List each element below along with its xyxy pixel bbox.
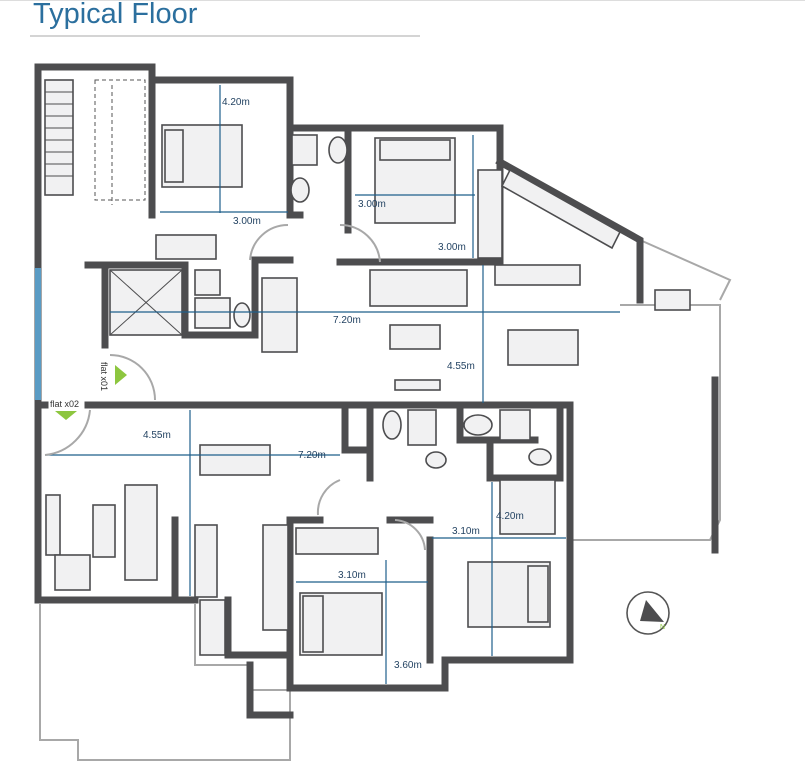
wardrobe-2 (477, 169, 503, 259)
dim-bed1-depth: 4.20m (222, 97, 250, 108)
dim-bed4-depth: 4.20m (496, 511, 524, 522)
doors (44, 223, 426, 551)
page-title: Typical Floor (33, 0, 198, 30)
dim-bed2-width: 3.00m (438, 242, 466, 253)
tv-unit-2 (45, 494, 61, 556)
top-rule (0, 0, 805, 1)
walls (34, 63, 719, 719)
dining-table-2 (199, 444, 271, 476)
dim-living1-depth: 4.55m (447, 361, 475, 372)
bed-4 (467, 561, 551, 628)
bed-2 (374, 137, 456, 224)
dim-living2-width: 7.20m (298, 450, 326, 461)
sofa-1 (369, 269, 468, 307)
balcony-right (569, 239, 732, 541)
dimension-lines (45, 85, 620, 684)
window-blue (35, 268, 41, 400)
sofa-2 (261, 277, 298, 353)
elevator (109, 269, 183, 336)
entry-marker-flat-x01 (115, 365, 127, 385)
north-label: N (660, 624, 665, 631)
entry-marker-flat-x02 (55, 411, 77, 420)
dim-living1-width: 7.20m (333, 315, 361, 326)
dim-living2-depth: 4.55m (143, 430, 171, 441)
dim-bed4-width: 3.10m (452, 526, 480, 537)
balcony-bottom-left (39, 604, 291, 761)
dim-bed3-width: 3.10m (338, 570, 366, 581)
title-underline (30, 35, 420, 37)
wardrobe-1 (155, 234, 217, 260)
dimension-labels: 4.20m 3.00m 3.00m 3.00m 7.20m 4.55m 4.55… (143, 97, 524, 671)
kitchen-counter-3 (262, 524, 289, 631)
sofa-3 (124, 484, 158, 581)
coffee-table-2 (92, 504, 116, 558)
kitchen-counter-2 (500, 168, 622, 250)
fridge (199, 599, 226, 656)
flat-x01-label: flat x01 (99, 362, 109, 391)
sink-balcony (654, 289, 691, 311)
flat-x02-label: flat x02 (50, 399, 79, 409)
dim-bed2-depth: 3.00m (358, 199, 386, 210)
bed-3 (299, 592, 383, 656)
wardrobe-4 (499, 479, 556, 535)
dim-bed3-depth: 3.60m (394, 660, 422, 671)
staircase (44, 79, 146, 205)
wardrobe-3 (295, 527, 379, 555)
kitchen-island (194, 524, 218, 598)
kitchen-counter-1 (494, 264, 581, 286)
north-arrow-icon: N (626, 591, 670, 635)
dining-table-1 (507, 329, 579, 366)
tv-unit-1 (394, 379, 441, 391)
coffee-table-1 (389, 324, 441, 350)
bathroom-fixtures (194, 134, 552, 469)
bed-1 (161, 124, 243, 188)
dim-bed1-width: 3.00m (233, 216, 261, 227)
armchair (54, 554, 91, 591)
